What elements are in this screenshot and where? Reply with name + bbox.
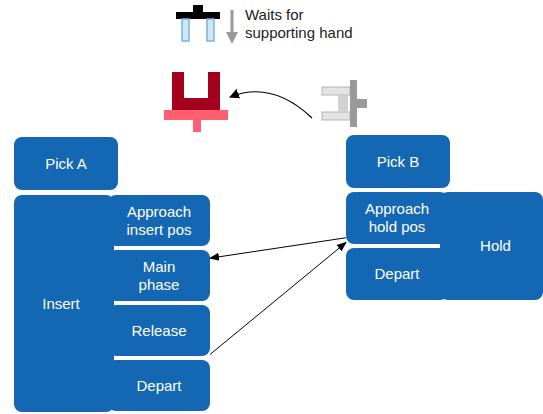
process-box: Depart [346,248,448,300]
group-box: Hold Approach hold posDepart [346,192,543,300]
process-box: Pick A [14,137,118,190]
box-label: Release [131,322,186,340]
group-title: Hold [448,192,543,300]
held-part [322,80,367,127]
box-label: Main phase [123,258,195,294]
process-box: Approach hold pos [346,192,448,244]
fixture [164,72,228,132]
process-box: Release [108,305,210,356]
process-box: Pick B [346,135,450,188]
group-box: Insert Approach insert posMain phaseRelea… [14,195,210,412]
note-label: Waits for supporting hand [245,6,367,42]
box-label: Depart [374,265,419,283]
box-label: Pick A [45,155,87,173]
gripper-top [176,5,220,41]
box-label: Pick B [377,153,420,171]
group-title: Insert [14,195,108,412]
process-box: Depart [108,360,210,411]
box-label: Depart [136,377,181,395]
process-box: Approach insert pos [108,195,210,246]
down-arrow [226,10,238,44]
box-label: Approach hold pos [361,200,433,236]
box-label: Approach insert pos [123,203,195,239]
flow-arrow [210,242,346,354]
flow-arrow [210,238,346,258]
process-box: Main phase [108,250,210,301]
move-arrow [230,92,312,118]
